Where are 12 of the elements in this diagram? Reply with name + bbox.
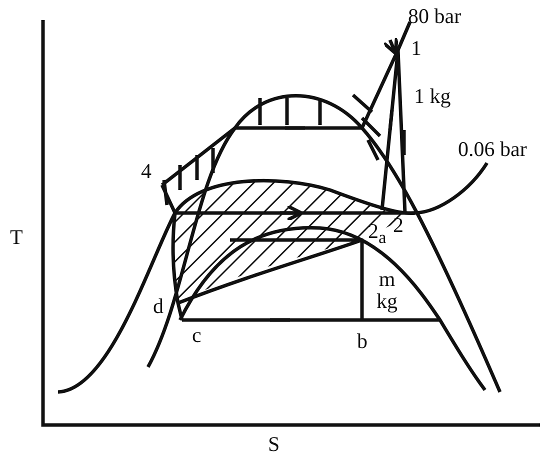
state-label: 1 xyxy=(411,37,422,59)
state-label: d xyxy=(153,295,164,317)
state-label: b xyxy=(357,330,368,352)
mass-label: 1 kg xyxy=(414,85,451,107)
axis-label: T xyxy=(10,226,23,248)
pressure-label: 80 bar xyxy=(408,5,462,27)
pressure-label: 0.06 bar xyxy=(458,138,527,160)
mass-label: m kg xyxy=(376,268,398,312)
state-label: 2$_{a}$ xyxy=(368,220,386,248)
axis-label: S xyxy=(268,433,280,455)
state-label: c xyxy=(192,324,202,346)
state-label: 4 xyxy=(141,160,152,182)
